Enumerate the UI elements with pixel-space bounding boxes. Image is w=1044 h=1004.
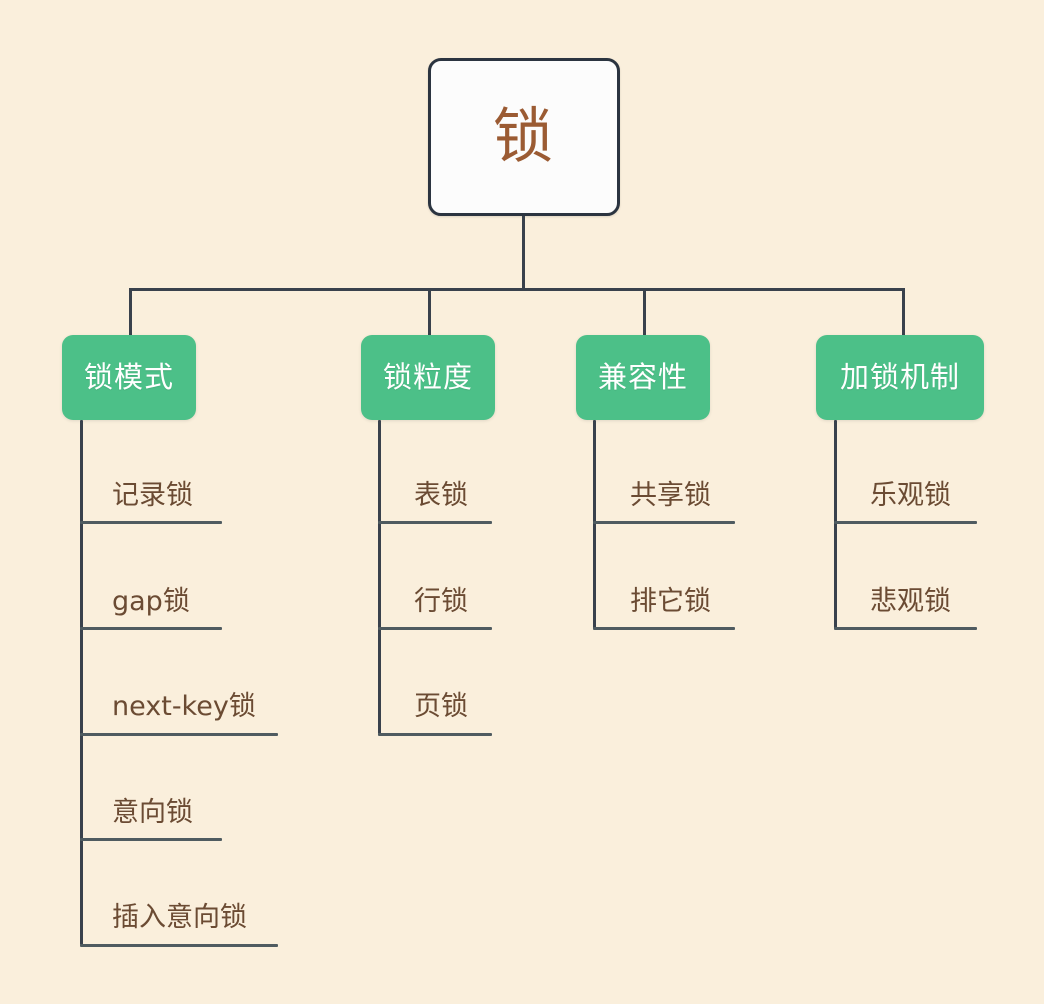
root-node[interactable]: 锁 [428,58,620,216]
leaf-underline [80,733,278,736]
leaf-label: gap锁 [112,586,190,617]
bus-drop-connector-2 [428,288,431,337]
leaf-underline [80,627,222,630]
leaf-label: 乐观锁 [870,480,951,511]
leaf-underline [80,838,222,841]
branch-node-label: 兼容性 [597,360,688,394]
leaf-underline [378,627,492,630]
branch-node-label: 锁模式 [83,360,174,394]
bus-drop-connector-1 [129,288,132,337]
leaf-spine-3 [593,420,596,629]
branch-node-compatibility[interactable]: 兼容性 [576,335,710,420]
root-stem-connector [522,216,525,291]
root-node-label: 锁 [493,102,555,172]
leaf-label: 表锁 [414,480,468,511]
leaf-underline [593,521,735,524]
branch-node-label: 锁粒度 [382,360,473,394]
leaf-underline [378,521,492,524]
branch-node-lock-mode[interactable]: 锁模式 [62,335,196,420]
leaf-label: 共享锁 [630,480,711,511]
leaf-label: 行锁 [414,586,468,617]
leaf-spine-4 [834,420,837,629]
leaf-spine-2 [378,420,381,734]
leaf-label: 悲观锁 [870,586,951,617]
branch-node-lock-granularity[interactable]: 锁粒度 [361,335,495,420]
leaf-underline [593,627,735,630]
bus-drop-connector-3 [643,288,646,337]
leaf-underline [834,521,977,524]
bus-drop-connector-4 [902,288,905,337]
leaf-label: 意向锁 [112,797,193,828]
leaf-underline [80,521,222,524]
leaf-underline [378,733,492,736]
leaf-label: 页锁 [414,691,468,722]
leaf-underline [834,627,977,630]
leaf-label: 记录锁 [112,480,193,511]
leaf-label: 排它锁 [630,586,711,617]
branch-bus-connector [129,288,905,291]
branch-node-locking-mechanism[interactable]: 加锁机制 [816,335,984,420]
leaf-spine-1 [80,420,83,945]
leaf-label: 插入意向锁 [112,902,247,933]
leaf-underline [80,944,278,947]
branch-node-label: 加锁机制 [839,360,960,394]
leaf-label: next-key锁 [112,691,256,722]
